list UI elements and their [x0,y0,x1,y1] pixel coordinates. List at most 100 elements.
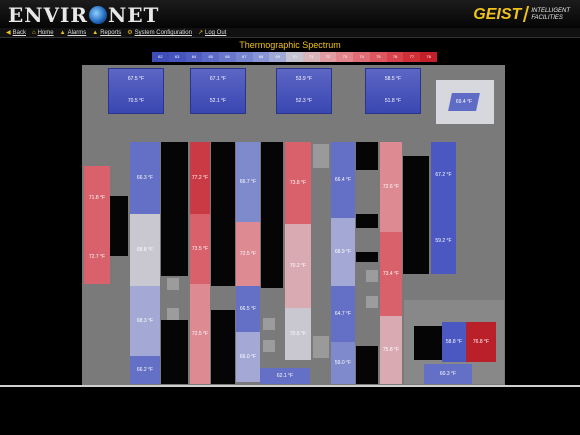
rack-2-b[interactable] [190,214,210,284]
unit-temperature-label: 52.1 °F [209,98,227,104]
rack-3-b[interactable] [236,222,260,286]
rack-3-a[interactable] [236,142,260,222]
rack-7-b[interactable] [431,208,456,274]
legend-swatch: 72 [319,52,337,62]
nav-bar: ◀Back ⌂Home ▲Alarms ▲Reports ⚙System Configu… [0,28,580,38]
temperature-label: 60.3 °F [439,371,457,377]
left-unit-black [110,196,128,256]
legend-swatch: 75 [369,52,387,62]
temperature-label: 66.5 °F [239,306,257,312]
rack-3-d[interactable] [236,332,260,382]
corner-blue[interactable] [442,322,466,362]
nav-back[interactable]: ◀Back [6,28,26,38]
gray-tile-2 [167,308,179,320]
corner-base[interactable] [424,364,472,384]
temperature-label: 77.2 °F [191,175,209,181]
unit-temperature-label: 51.8 °F [384,98,402,104]
rack-4-b[interactable] [285,224,311,308]
temperature-label: 73.8 °F [289,180,307,186]
temperature-label: 75.8 °F [382,347,400,353]
nav-alarms[interactable]: ▲Alarms [60,28,87,38]
temperature-label: 66.3 °F [136,175,154,181]
logo-text-right: NET [108,3,160,27]
legend-swatch: 74 [353,52,370,62]
rack-5-b[interactable] [331,218,355,286]
left-unit-bottom[interactable] [84,230,110,284]
rack-6-c[interactable] [380,316,402,384]
temperature-label: 72.7 °F [88,254,106,260]
nav-label: Back [12,30,26,36]
temperature-label: 66.7 °F [239,179,257,185]
rack-6-a[interactable] [380,142,402,232]
unit-temperature-label: 52.3 °F [295,98,313,104]
legend-swatch: 71 [302,52,320,62]
page-title: Thermographic Spectrum [239,40,341,50]
nav-home[interactable]: ⌂Home [32,28,54,38]
legend-swatch: 68 [252,52,270,62]
rack-5-d[interactable] [331,342,355,384]
rack-1-a[interactable] [130,142,160,214]
rack-4-gray [313,144,329,168]
logout-icon: ↗ [197,30,203,36]
temperature-label: 68.3 °F [136,318,154,324]
legend-swatch: 73 [336,52,354,62]
brand-tag-line-1: INTELLIGENT [531,8,570,14]
back-arrow-icon: ◀ [6,30,11,36]
left-unit-top[interactable] [84,166,110,230]
footer-area [0,385,580,435]
nav-label: Log Out [205,30,227,36]
legend-swatch: 64 [185,52,203,62]
crac-unit-4[interactable] [365,68,421,114]
temperature-label: 72.6 °F [382,184,400,190]
rack-4-c[interactable] [285,308,311,360]
unit-temperature-label: 70.5 °F [127,98,145,104]
rack-2-c[interactable] [190,284,210,384]
corner-black [414,326,442,360]
rack-5-black-c [356,252,378,262]
corner-red[interactable] [466,322,496,362]
rack-4-a[interactable] [285,142,311,224]
rack-3-black [261,142,283,288]
logo-text-left: ENVIR [8,3,89,27]
rack-5-black-b [356,214,378,228]
rack-6-b[interactable] [380,232,402,316]
rack-1-b[interactable] [130,214,160,286]
temperature-label: 70.6 °F [289,331,307,337]
rack-5-a[interactable] [331,142,355,218]
temperature-label: 59.0 °F [334,360,352,366]
nav-system-configuration[interactable]: ⚙System Configuration [127,28,192,38]
gray-tile-1 [167,278,179,290]
crac-unit-2[interactable] [190,68,246,114]
reports-icon: ▲ [92,30,99,36]
rack-5-c[interactable] [331,286,355,342]
gray-tile-6 [366,296,378,308]
temperature-label: 68.8 °F [136,247,154,253]
nav-log-out[interactable]: ↗Log Out [198,28,226,38]
envirinet-logo[interactable]: ENVIR NET [8,3,159,27]
config-icon: ⚙ [127,30,133,36]
globe-icon [89,6,108,24]
rack-2-black-b [211,310,235,384]
rack-3-c[interactable] [236,286,260,332]
unit-temperature-label: 67.1 °F [209,76,227,82]
nav-reports[interactable]: ▲Reports [92,28,121,38]
gray-tile-3 [263,318,275,330]
crac-unit-1[interactable] [108,68,164,114]
rack-1-c[interactable] [130,286,160,356]
unit-temperature-label: 67.5 °F [127,76,145,82]
rack-3-base[interactable] [260,368,310,384]
unit-temperature-label: 69.4 °F [455,99,473,105]
legend-swatch: 63 [168,52,186,62]
rack-1-d[interactable] [130,356,160,384]
temperature-label: 66.0 °F [239,354,257,360]
legend-swatch: 69 [269,52,287,62]
temperature-label: 72.5 °F [239,251,257,257]
rack-2-a[interactable] [190,142,210,214]
gray-tile-5 [366,270,378,282]
temperature-label: 58.8 °F [445,339,463,345]
home-icon: ⌂ [31,30,36,36]
brand-tag-line-2: FACILITIES [531,15,563,21]
crac-unit-3[interactable] [276,68,332,114]
rack-7-a[interactable] [431,142,456,208]
